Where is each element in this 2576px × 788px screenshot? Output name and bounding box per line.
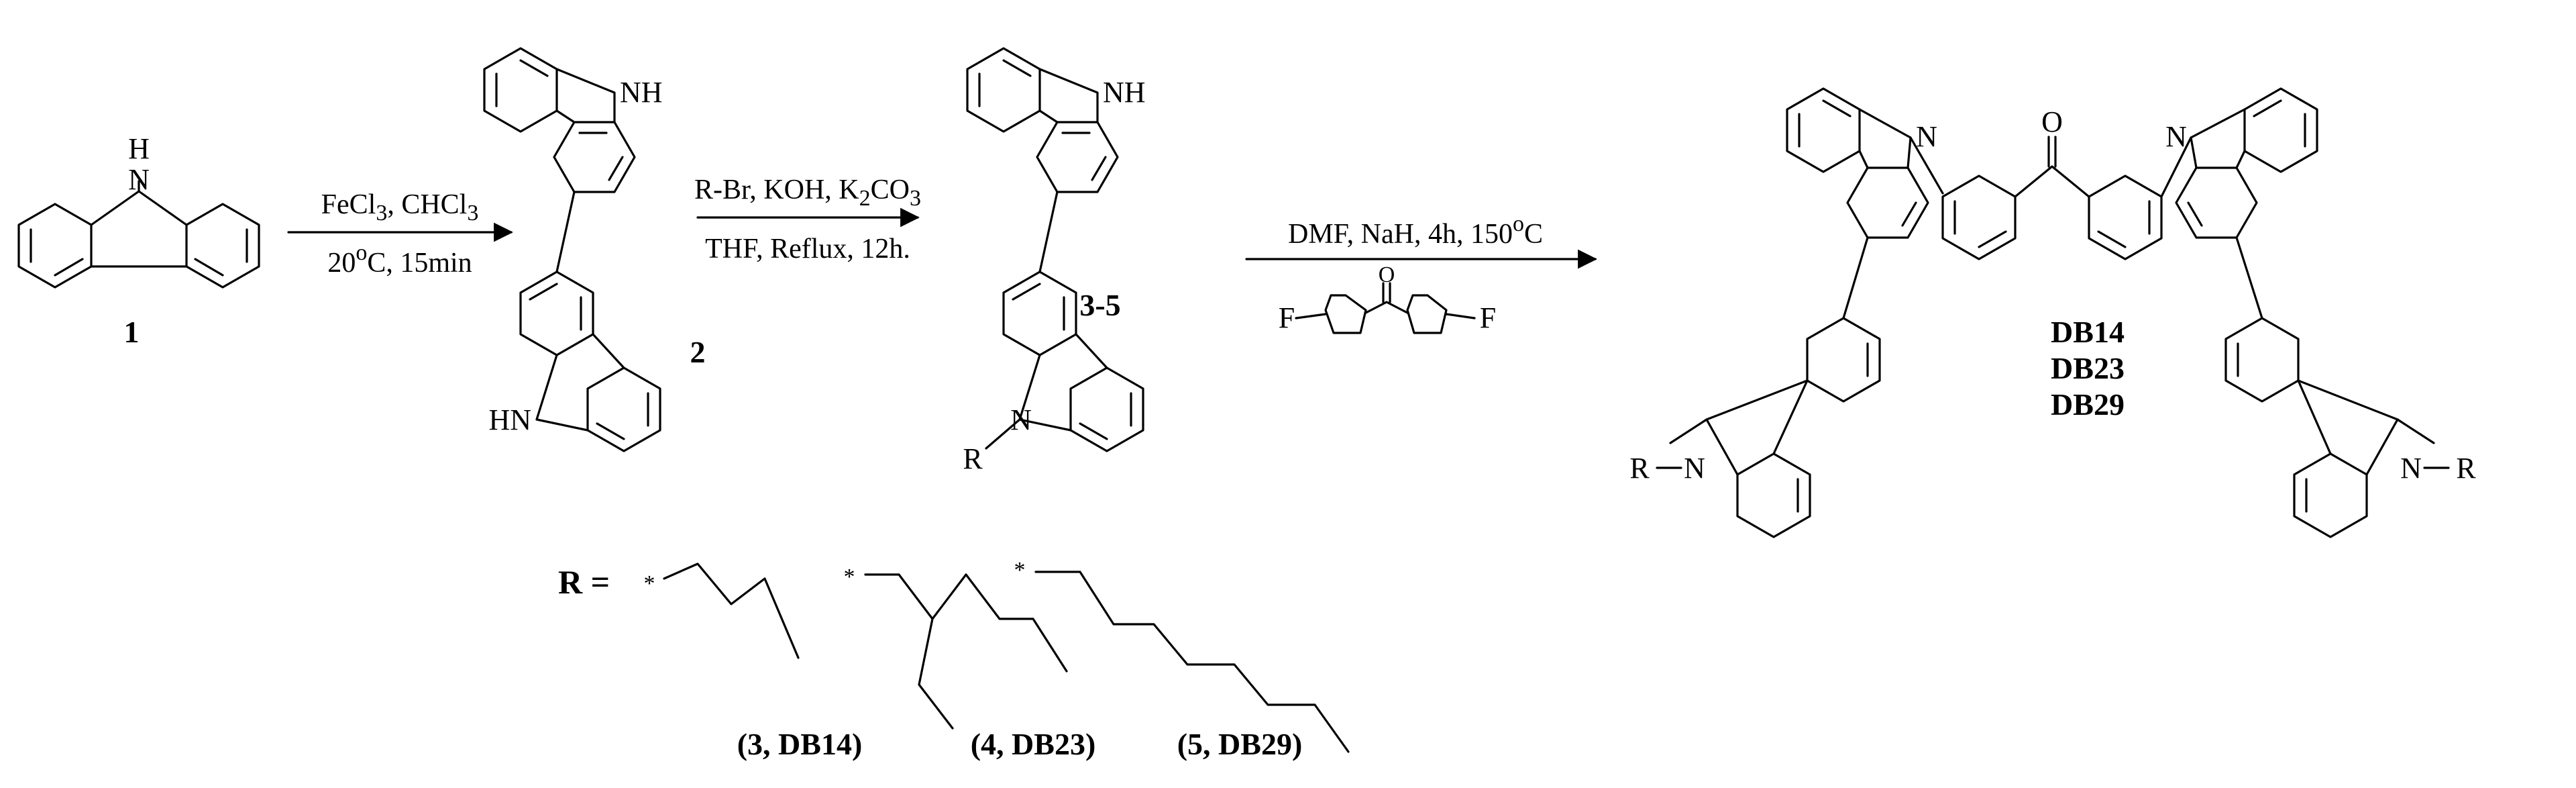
condition-step2-line2: THF, Reflux, 12h. bbox=[705, 234, 910, 264]
atom-label: O bbox=[1379, 262, 1395, 287]
condition-step1-line2: 20oC, 15min bbox=[327, 240, 472, 279]
atom-label: R bbox=[2456, 452, 2476, 485]
atom-label: N bbox=[2165, 120, 2187, 153]
compound-label-db29: DB29 bbox=[2051, 387, 2125, 422]
atom-label: NH bbox=[1103, 76, 1146, 109]
atom-label: N bbox=[1684, 452, 1705, 485]
atom-label: R bbox=[1629, 452, 1650, 485]
compound-3-5-alkyl-bicarbazole: NH N R 3-5 bbox=[963, 47, 1146, 475]
atom-label: NH bbox=[620, 76, 663, 109]
compound-1-carbazole: N H 1 bbox=[17, 132, 260, 349]
atom-label: N bbox=[2400, 452, 2422, 485]
attachment-star: * bbox=[644, 571, 655, 596]
r-equals-label: R = bbox=[558, 563, 610, 601]
atom-label: H bbox=[128, 132, 150, 165]
atom-label: N bbox=[1010, 403, 1032, 436]
compound-label-2: 2 bbox=[690, 335, 706, 369]
r-group-label-4: (4, DB23) bbox=[971, 727, 1096, 761]
condition-step3-line1: DMF, NaH, 4h, 150oC bbox=[1288, 211, 1543, 250]
compound-label-1: 1 bbox=[124, 315, 140, 349]
condition-step2-line1: R-Br, KOH, K2CO3 bbox=[694, 175, 921, 211]
condition-step1-line1: FeCl3, CHCl3 bbox=[321, 189, 479, 226]
compound-label-db23: DB23 bbox=[2051, 351, 2125, 385]
atom-label: N bbox=[1916, 120, 1937, 153]
atom-label: HN bbox=[488, 403, 531, 436]
atom-label: F bbox=[1480, 301, 1496, 334]
r-group-label-3: (3, DB14) bbox=[737, 727, 863, 761]
atom-label: N bbox=[128, 163, 150, 196]
compound-label-db14: DB14 bbox=[2051, 315, 2125, 349]
octyl-chain bbox=[1034, 571, 1350, 753]
ethyl-branch bbox=[918, 618, 954, 730]
compound-2-bicarbazole: NH HN 2 bbox=[483, 47, 706, 452]
attachment-star: * bbox=[844, 564, 855, 589]
product-db-series: N O N N R N R DB14 DB23 DB29 bbox=[1629, 87, 2476, 538]
r-group-label-5: (5, DB29) bbox=[1177, 727, 1303, 761]
atom-label: O bbox=[2041, 105, 2063, 138]
atom-label: F bbox=[1279, 301, 1295, 334]
butyl-chain bbox=[663, 562, 800, 659]
compound-label-3-5: 3-5 bbox=[1079, 288, 1120, 322]
ethylhexyl-chain bbox=[864, 573, 1068, 673]
attachment-star: * bbox=[1014, 558, 1026, 583]
r-group-definitions: R = * * * (3, DB14) (4, DB23) (5, DB29) bbox=[558, 558, 1350, 761]
reagent-difluorobenzophenone: F O F bbox=[1279, 262, 1496, 334]
atom-label: R bbox=[963, 442, 983, 475]
